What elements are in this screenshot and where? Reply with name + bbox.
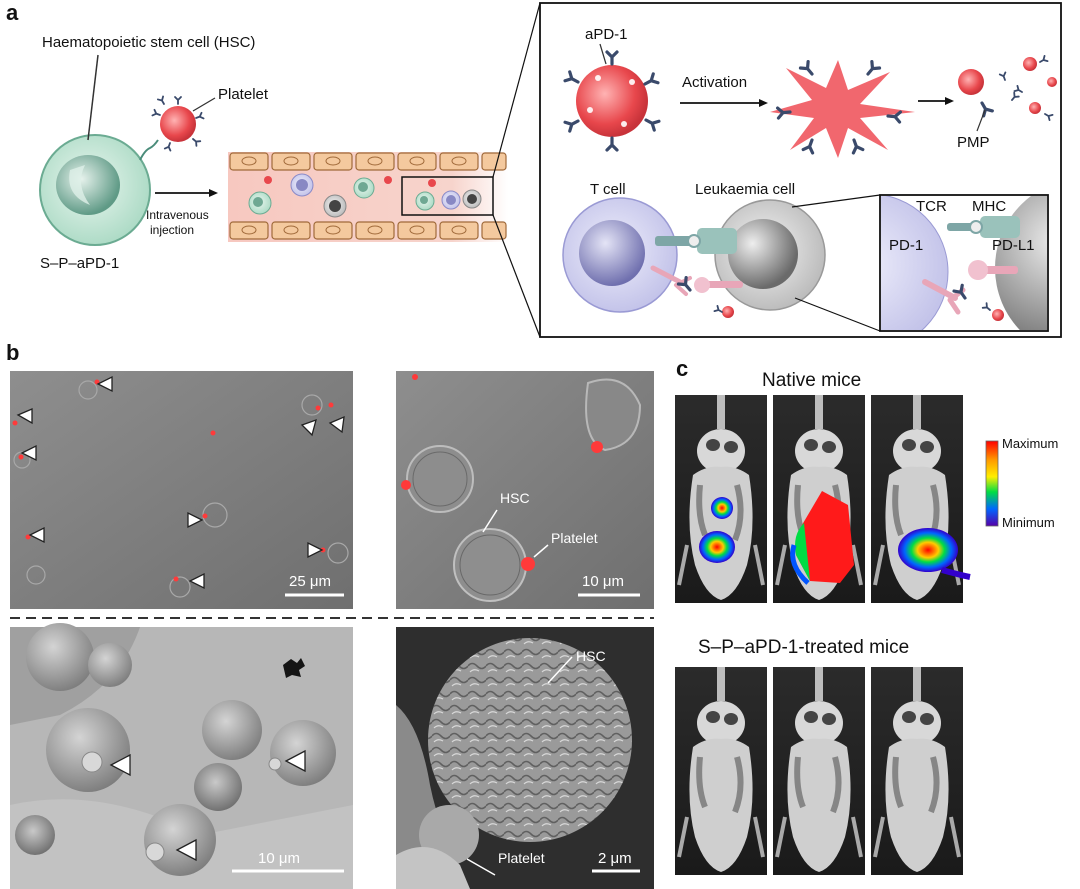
native-mouse-1 [675,395,767,603]
construct-label: S–P–aPD-1 [40,255,120,272]
mhc-label: MHC [972,198,1007,215]
platelet-label-sem: Platelet [498,850,545,866]
platelet-with-antibodies [151,95,205,152]
activation-label: Activation [682,74,748,91]
blood-vessel [228,152,508,242]
scale-bar-label-top-right: 10 μm [582,573,624,590]
panel-c-letter: c [676,356,689,381]
panel-b-letter: b [6,340,20,365]
hsc-label-sem: HSC [576,648,606,664]
leukaemia-label: Leukaemia cell [695,181,796,198]
colorbar [985,440,999,527]
treated-mice-title: S–P–aPD-1-treated mice [698,637,910,658]
activated-platelet [770,59,915,158]
platelet-label-fluorescence: Platelet [551,530,598,546]
hsc-leader-line [87,54,99,141]
t-cell [562,197,678,313]
scale-bar-label-bottom-left: 10 μm [258,850,300,867]
vessel-zoom-box [401,176,494,216]
injection-line2: injection [150,223,195,237]
injection-line1: Intravenous [146,208,209,222]
pmp [958,69,984,95]
leukaemia-cell [714,199,826,311]
tcell-label: T cell [590,181,626,198]
scale-bar-label-top-left: 25 μm [289,573,331,590]
pmp-label: PMP [957,134,990,151]
micrograph-top-right [396,371,654,609]
treated-mouse-1 [675,667,767,875]
pd1-label: PD-1 [889,237,924,254]
panel-c [670,395,999,889]
antibody-platelet [563,50,661,152]
treated-mouse-3 [871,667,963,875]
native-mouse-2 [773,395,865,603]
tcr-label: TCR [916,198,947,215]
micrograph-bottom-left [10,623,353,889]
micrograph-top-left [10,371,353,609]
treated-mouse-2 [773,667,865,875]
colorbar-max-label: Maximum [1002,436,1059,451]
apd1-label: aPD-1 [585,26,628,43]
injection-label: Intravenous injection [146,208,209,238]
native-mice-title: Native mice [762,370,862,391]
hsc-label: Haematopoietic stem cell (HSC) [42,34,256,51]
scale-bar-label-bottom-right: 2 μm [598,850,632,867]
micrograph-bottom-right [396,627,654,889]
panel-a [39,2,1062,338]
panel-b [10,371,654,889]
pdl1-label: PD-L1 [992,237,1035,254]
synapse-detail [879,194,1049,332]
panel-a-letter: a [6,0,19,25]
platelet-label: Platelet [218,86,269,103]
hsc-nucleus [56,155,120,215]
colorbar-min-label: Minimum [1002,515,1055,530]
hsc-label-fluorescence: HSC [500,490,530,506]
native-mouse-3 [871,395,971,603]
